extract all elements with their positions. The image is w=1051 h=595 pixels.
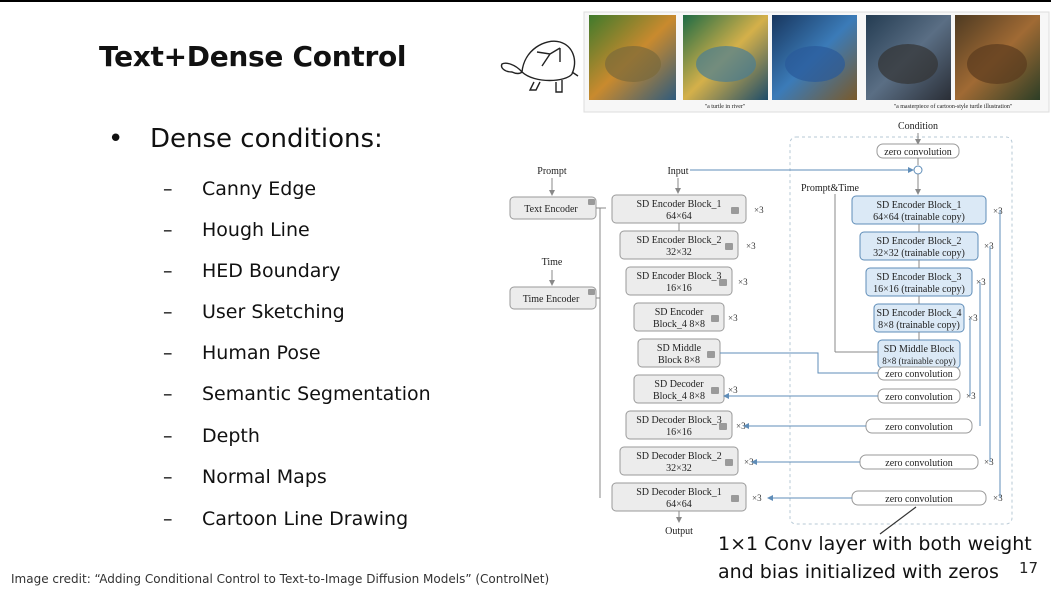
callout-text: 1×1 Conv layer with both weight and bias… — [718, 533, 1032, 583]
svg-text:zero convolution: zero convolution — [885, 422, 952, 433]
svg-text:16×16: 16×16 — [666, 283, 692, 294]
svg-text:SD Encoder Block_2: SD Encoder Block_2 — [637, 235, 722, 246]
svg-text:8×8 (trainable copy): 8×8 (trainable copy) — [882, 356, 956, 366]
svg-text:×3: ×3 — [736, 421, 746, 431]
svg-text:×3: ×3 — [993, 206, 1003, 216]
svg-text:SD Encoder Block_4: SD Encoder Block_4 — [877, 308, 962, 319]
svg-text:SD Encoder Block_1: SD Encoder Block_1 — [637, 199, 722, 210]
svg-text:SD Middle: SD Middle — [657, 343, 702, 354]
add-node — [913, 165, 923, 175]
time-label: Time — [542, 257, 563, 268]
svg-text:SD Encoder Block_3: SD Encoder Block_3 — [637, 271, 722, 282]
prompt-time-label: Prompt&Time — [801, 183, 860, 194]
svg-text:×3: ×3 — [754, 205, 764, 215]
svg-text:zero convolution: zero convolution — [885, 494, 952, 505]
bullet-text: Dense conditions: — [150, 124, 383, 154]
output-label: Output — [665, 526, 693, 537]
svg-text:×3: ×3 — [976, 277, 986, 287]
svg-text:Block 8×8: Block 8×8 — [658, 355, 700, 366]
list-item: –Cartoon Line Drawing — [163, 508, 409, 530]
svg-text:zero convolution: zero convolution — [885, 458, 952, 469]
list-item: –Human Pose — [163, 342, 321, 364]
svg-text:×3: ×3 — [752, 493, 762, 503]
svg-text:×3: ×3 — [968, 313, 978, 323]
slide-title: Text+Dense Control — [99, 40, 407, 73]
result-images: "a turtle in river" "a masterpiece of ca… — [583, 11, 1050, 113]
image-caption: "a turtle in river" — [705, 104, 746, 110]
svg-text:SD Encoder Block_3: SD Encoder Block_3 — [877, 272, 962, 283]
svg-text:32×32: 32×32 — [666, 463, 692, 474]
svg-text:Block_4 8×8: Block_4 8×8 — [653, 319, 705, 330]
svg-text:×3: ×3 — [993, 493, 1003, 503]
list-item: –Depth — [163, 425, 260, 447]
svg-text:SD Decoder Block_1: SD Decoder Block_1 — [636, 487, 722, 498]
svg-text:SD Encoder: SD Encoder — [655, 307, 704, 318]
turtle-sketch-icon — [500, 40, 579, 93]
condition-label: Condition — [898, 121, 938, 132]
trainable-copy-blocks: SD Encoder Block_1 64×64 (trainable copy… — [851, 195, 1003, 369]
svg-text:×3: ×3 — [746, 241, 756, 251]
sd-locked-blocks: SD Encoder Block_1 64×64 ×3 SD Encoder B… — [611, 194, 764, 512]
svg-text:32×32: 32×32 — [666, 247, 692, 258]
svg-text:×3: ×3 — [728, 385, 738, 395]
svg-text:SD Encoder Block_2: SD Encoder Block_2 — [877, 236, 962, 247]
svg-text:SD Encoder Block_1: SD Encoder Block_1 — [877, 200, 962, 211]
svg-text:zero convolution: zero convolution — [884, 147, 951, 158]
svg-text:SD Decoder Block_2: SD Decoder Block_2 — [636, 451, 722, 462]
list-item: –Canny Edge — [163, 178, 317, 200]
controlnet-region — [789, 136, 1013, 525]
svg-text:SD Decoder: SD Decoder — [654, 379, 704, 390]
lock-icon — [588, 199, 739, 502]
bullet-marker: • — [108, 124, 124, 154]
svg-text:SD Middle Block: SD Middle Block — [884, 344, 955, 355]
image-caption: "a masterpiece of cartoon-style turtle i… — [894, 103, 1013, 110]
svg-text:Block_4 8×8: Block_4 8×8 — [653, 391, 705, 402]
input-label: Input — [667, 166, 688, 177]
svg-text:16×16 (trainable copy): 16×16 (trainable copy) — [873, 284, 965, 295]
svg-text:64×64 (trainable copy): 64×64 (trainable copy) — [873, 212, 965, 223]
svg-text:16×16: 16×16 — [666, 427, 692, 438]
svg-text:zero convolution: zero convolution — [885, 392, 952, 403]
page-number: 17 — [1019, 559, 1039, 577]
svg-text:Text Encoder: Text Encoder — [524, 204, 578, 215]
svg-text:8×8 (trainable copy): 8×8 (trainable copy) — [878, 320, 960, 331]
svg-text:64×64: 64×64 — [666, 211, 692, 222]
list-item: –Normal Maps — [163, 466, 327, 488]
svg-text:×3: ×3 — [966, 391, 976, 401]
list-item: –Hough Line — [163, 219, 310, 241]
svg-text:zero convolution: zero convolution — [885, 369, 952, 380]
svg-text:×3: ×3 — [984, 241, 994, 251]
svg-text:×3: ×3 — [738, 277, 748, 287]
image-credit: Image credit: “Adding Conditional Contro… — [11, 572, 550, 586]
svg-text:×3: ×3 — [728, 313, 738, 323]
prompt-label: Prompt — [537, 166, 567, 177]
svg-text:×3: ×3 — [744, 457, 754, 467]
bullet-heading: • Dense conditions: — [108, 124, 383, 154]
svg-text:SD Decoder Block_3: SD Decoder Block_3 — [636, 415, 722, 426]
svg-text:64×64: 64×64 — [666, 499, 692, 510]
list-item: –HED Boundary — [163, 260, 341, 282]
list-item: –User Sketching — [163, 301, 345, 323]
svg-text:32×32 (trainable copy): 32×32 (trainable copy) — [873, 248, 965, 259]
svg-text:×3: ×3 — [984, 457, 994, 467]
list-item: –Semantic Segmentation — [163, 383, 431, 405]
svg-text:Time Encoder: Time Encoder — [523, 294, 580, 305]
